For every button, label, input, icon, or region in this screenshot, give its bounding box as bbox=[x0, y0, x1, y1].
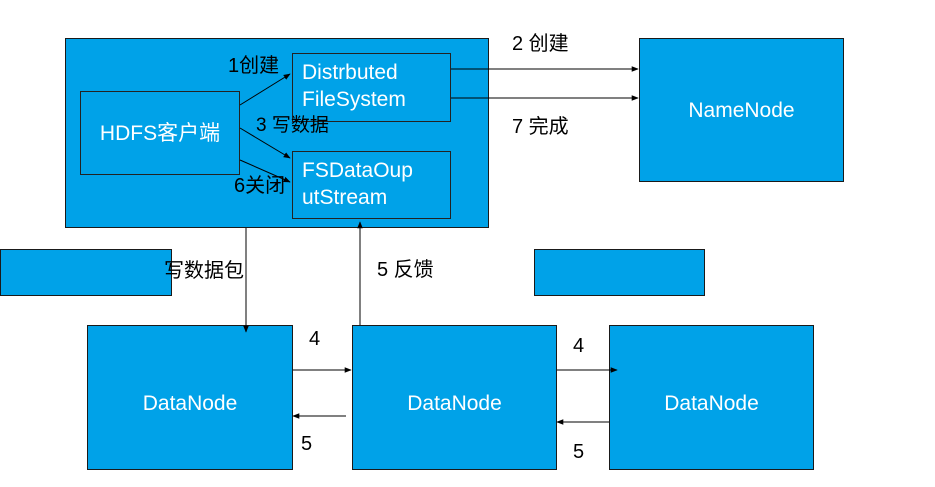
fsdata-outputstream-label: FSDataOup utStream bbox=[302, 159, 413, 209]
label-packet-4-b: 4 bbox=[573, 335, 585, 357]
distributed-filesystem-label: Distrbuted FileSystem bbox=[302, 61, 406, 111]
label-create-1: 1创建 bbox=[228, 55, 280, 77]
namenode-label: NameNode bbox=[688, 98, 795, 122]
label-feedback-5: 5 反馈 bbox=[377, 259, 434, 281]
datanode-1-label: DataNode bbox=[142, 391, 238, 415]
label-close-6: 6关闭 bbox=[234, 175, 286, 197]
label-create-2: 2 创建 bbox=[512, 33, 569, 55]
datanode-2-label: DataNode bbox=[407, 391, 502, 415]
arrow-close-6 bbox=[239, 159, 291, 183]
label-ack-5-a: 5 bbox=[301, 433, 313, 455]
datanode-2-box bbox=[352, 325, 557, 470]
datanode-3-label: DataNode bbox=[664, 391, 759, 415]
arrow-write-3 bbox=[239, 127, 291, 159]
label-write-packet: 写数据包 bbox=[164, 260, 244, 282]
label-complete-7: 7 完成 bbox=[512, 116, 569, 138]
distributed-filesystem-box bbox=[292, 53, 451, 122]
arrow-create-1 bbox=[239, 73, 291, 106]
hdfs-client-label: HDFS客户端 bbox=[99, 121, 221, 145]
datanode-3-box bbox=[609, 325, 814, 470]
label-ack-5-b: 5 bbox=[573, 441, 585, 463]
namenode-box bbox=[639, 38, 844, 182]
hdfs-client-box bbox=[80, 91, 240, 175]
blank-block-left bbox=[0, 249, 172, 296]
label-write-data-3: 3 写数据 bbox=[256, 115, 329, 136]
datanode-1-box bbox=[87, 325, 293, 470]
blank-block-right bbox=[534, 249, 705, 296]
fsdata-outputstream-box bbox=[292, 151, 451, 219]
label-packet-4-a: 4 bbox=[309, 328, 321, 350]
